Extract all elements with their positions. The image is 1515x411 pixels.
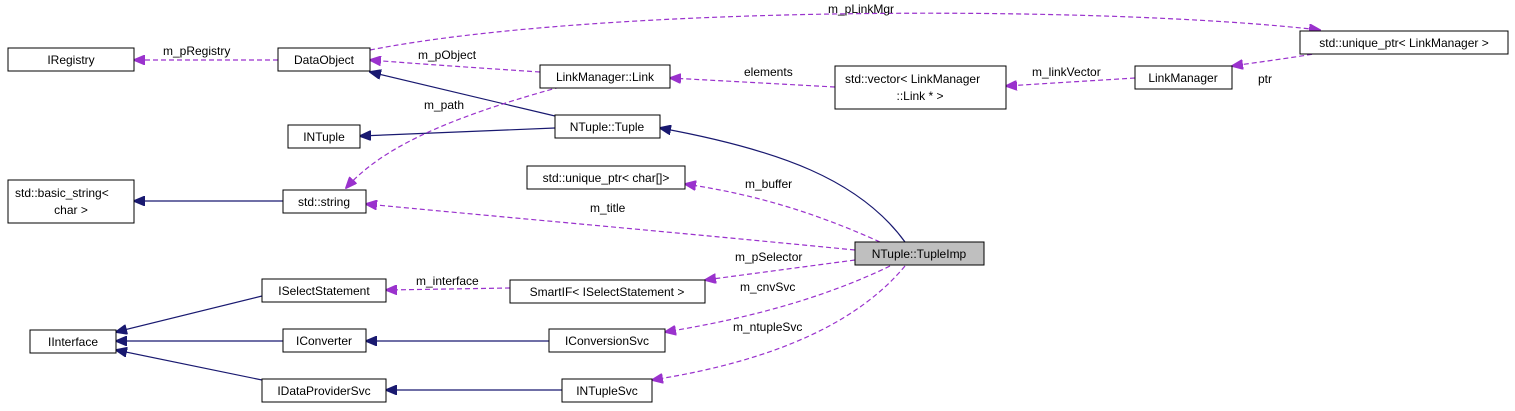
edge-label-m-buffer: m_buffer [745,177,792,191]
node-label: IDataProviderSvc [277,384,370,398]
node-smartif-iselectstatement[interactable]: SmartIF< ISelectStatement > [509,279,706,304]
node-label: NTuple::Tuple [570,120,645,134]
edge-linkmanager-link-to-string [346,86,561,188]
edge-tupleimp-to-intuplesvc [652,265,906,380]
node-dataobject[interactable]: DataObject [277,47,371,72]
node-label-line1: std::vector< LinkManager [845,72,980,86]
node-label: std::unique_ptr< char[]> [543,171,670,185]
node-unique-ptr-char[interactable]: std::unique_ptr< char[]> [526,165,686,190]
edge-tupleimp-to-tuple [660,128,906,243]
edge-tupleimp-to-string [366,204,856,251]
node-label: std::string [298,195,350,209]
edge-label-m-ntuplesvc: m_ntupleSvc [733,320,802,334]
node-label: ISelectStatement [278,284,370,298]
edge-label-m-pregistry: m_pRegistry [163,44,230,58]
node-label: IRegistry [47,53,94,67]
node-label: IConverter [296,334,352,348]
node-unique-ptr-linkmanager[interactable]: std::unique_ptr< LinkManager > [1299,30,1509,55]
edge-tupleimp-to-unique-ptr-char [685,184,881,243]
edge-linkmanager-to-vector [1006,77,1136,86]
edge-idataprovidersvc-to-iinterface [116,350,263,381]
edge-smartif-to-iselectstatement [386,288,511,290]
node-label: SmartIF< ISelectStatement > [530,285,685,299]
node-label: LinkManager [1148,71,1217,85]
edge-iselectstatement-to-iinterface [116,295,263,332]
edge-label-m-cnvsvc: m_cnvSvc [740,280,795,294]
edge-label-m-path: m_path [424,98,464,112]
node-basic-string[interactable]: std::basic_string< char > [7,179,135,224]
edge-dataobject-to-unique-ptr-linkmanager [369,12,1320,51]
edge-label-m-pobject: m_pObject [418,48,477,62]
edge-label-m-interface: m_interface [416,274,479,288]
edge-label-elements: elements [744,65,793,79]
node-label: DataObject [294,53,355,67]
edge-tupleimp-to-smartif [705,259,856,280]
node-label: IConversionSvc [565,334,649,348]
node-label: INTupleSvc [576,384,638,398]
edge-label-m-linkvector: m_linkVector [1032,65,1101,79]
node-intuple[interactable]: INTuple [287,124,361,149]
node-iinterface[interactable]: IInterface [29,329,117,354]
node-label: NTuple::TupleImp [872,247,967,261]
edge-linkmanager-link-to-dataobject [370,72,556,117]
node-vector-linkmanager-link[interactable]: std::vector< LinkManager ::Link * > [834,65,1007,110]
node-iconversionsvc[interactable]: IConversionSvc [548,328,666,353]
node-iselectstatement[interactable]: ISelectStatement [261,278,387,303]
edge-label-m-title: m_title [590,201,626,215]
node-linkmanager-link[interactable]: LinkManager::Link [539,64,671,89]
node-iregistry[interactable]: IRegistry [7,47,135,72]
edge-unique-ptr-to-linkmanager [1232,52,1321,66]
edge-linkmanager-link-to-dataobject-use [370,60,541,73]
edge-label-m-pselector: m_pSelector [735,250,802,264]
node-label-line2: ::Link * > [896,89,943,103]
node-idataprovidersvc[interactable]: IDataProviderSvc [261,378,387,403]
node-ntuple-tupleimp[interactable]: NTuple::TupleImp [854,241,985,266]
edge-label-ptr: ptr [1258,72,1272,86]
edge-vector-to-linkmanager-link [670,78,836,88]
node-iconverter[interactable]: IConverter [282,328,367,353]
node-label: std::unique_ptr< LinkManager > [1319,36,1488,50]
node-label-line1: std::basic_string< [15,186,109,200]
node-linkmanager[interactable]: LinkManager [1134,65,1233,90]
node-ntuple-tuple[interactable]: NTuple::Tuple [554,114,661,139]
node-label: INTuple [303,130,345,144]
edge-label-m-plinkmgr: m_pLinkMgr [828,2,894,16]
node-std-string[interactable]: std::string [282,189,367,214]
node-label: IInterface [48,335,98,349]
node-label-line2: char > [54,203,88,217]
node-intuplesvc[interactable]: INTupleSvc [561,378,653,403]
edge-tuple-to-intuple [360,127,556,136]
node-label: LinkManager::Link [556,70,655,84]
